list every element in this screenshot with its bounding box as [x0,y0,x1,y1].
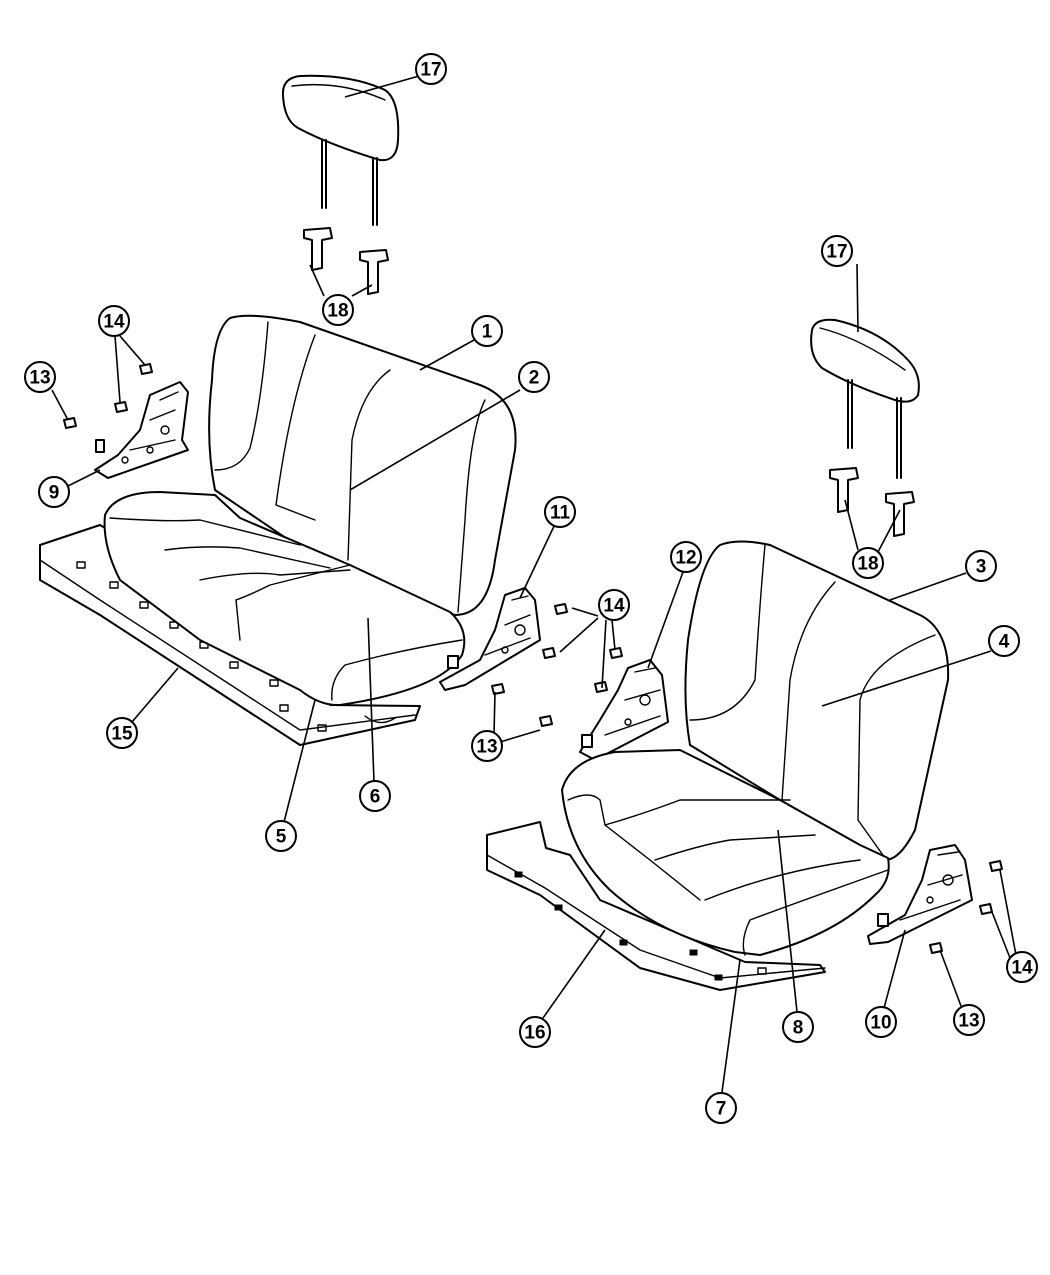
callout-9-hinge-bracket: 9 [38,476,70,508]
callout-14-bolts-center: 14 [598,589,630,621]
seat-hinge-bracket-9 [94,381,189,479]
callout-15-bench-seat-frame: 15 [106,717,138,749]
callout-13-bolt-center: 13 [471,730,503,762]
svg-text:6: 6 [370,787,381,808]
svg-text:17: 17 [826,242,847,263]
callout-14-bolts-right: 14 [1006,951,1038,983]
svg-text:14: 14 [1011,958,1033,979]
svg-text:10: 10 [870,1013,891,1034]
svg-text:4: 4 [999,632,1010,653]
callout-2-bench-seat-back-cover: 2 [518,361,550,393]
callout-16-bucket-seat-frame: 16 [519,1016,551,1048]
callout-18-headrest-guides-left: 18 [322,294,354,326]
callout-1-bench-seat-back: 1 [471,315,503,347]
headrest-right [810,318,920,479]
seat-hinge-bracket-12 [579,659,669,761]
bolts-11 [447,603,568,727]
callout-13-bolt-left: 13 [24,361,56,393]
callout-6-bench-seat-cushion-cover: 6 [359,780,391,812]
callout-12-hinge-bracket: 12 [670,541,702,573]
svg-text:17: 17 [420,60,441,81]
svg-text:18: 18 [857,554,878,575]
svg-text:9: 9 [49,483,60,504]
svg-text:13: 13 [476,737,497,758]
bolts-left [63,363,153,453]
bucket-seat-frame [486,821,826,991]
bucket-seat-back [684,540,950,861]
svg-text:15: 15 [111,724,133,745]
svg-text:5: 5 [276,827,287,848]
svg-text:8: 8 [793,1018,804,1039]
callout-14-bolts-left: 14 [98,305,130,337]
svg-text:13: 13 [958,1011,979,1032]
svg-text:3: 3 [976,557,987,578]
svg-text:7: 7 [716,1099,727,1120]
svg-text:2: 2 [529,368,540,389]
callout-10-hinge-bracket: 10 [865,1006,897,1038]
callout-17-headrest-right: 17 [821,235,853,267]
svg-text:18: 18 [327,301,348,322]
callout-17-headrest-left: 17 [415,53,447,85]
callout-8-bucket-seat-cushion-cover: 8 [782,1011,814,1043]
seat-hinge-bracket-10 [867,844,973,945]
callout-11-hinge-bracket: 11 [544,496,576,528]
callout-18-headrest-guides-right: 18 [852,547,884,579]
callout-7-bucket-seat-cushion: 7 [705,1092,737,1124]
bench-seat-cushion [103,491,466,707]
bench-seat-back [208,314,517,616]
callout-5-bench-seat-cushion: 5 [265,820,297,852]
headrest-left [281,74,400,226]
bolts-10 [877,860,1003,954]
svg-text:16: 16 [524,1023,545,1044]
svg-text:1: 1 [482,322,493,343]
bucket-seat-cushion [561,749,890,956]
headrest-guides-right [829,467,915,537]
seat-hinge-bracket-11 [439,587,541,691]
callout-4-bucket-seat-back-cover: 4 [988,625,1020,657]
svg-text:14: 14 [103,312,125,333]
headrest-guides-left [303,227,389,295]
callout-3-bucket-seat-back: 3 [965,550,997,582]
svg-text:13: 13 [29,368,50,389]
svg-text:11: 11 [550,503,571,524]
svg-text:14: 14 [603,596,625,617]
svg-text:12: 12 [675,548,696,569]
leader-lines [51,75,1017,1093]
callout-13-bolt-right: 13 [953,1004,985,1036]
